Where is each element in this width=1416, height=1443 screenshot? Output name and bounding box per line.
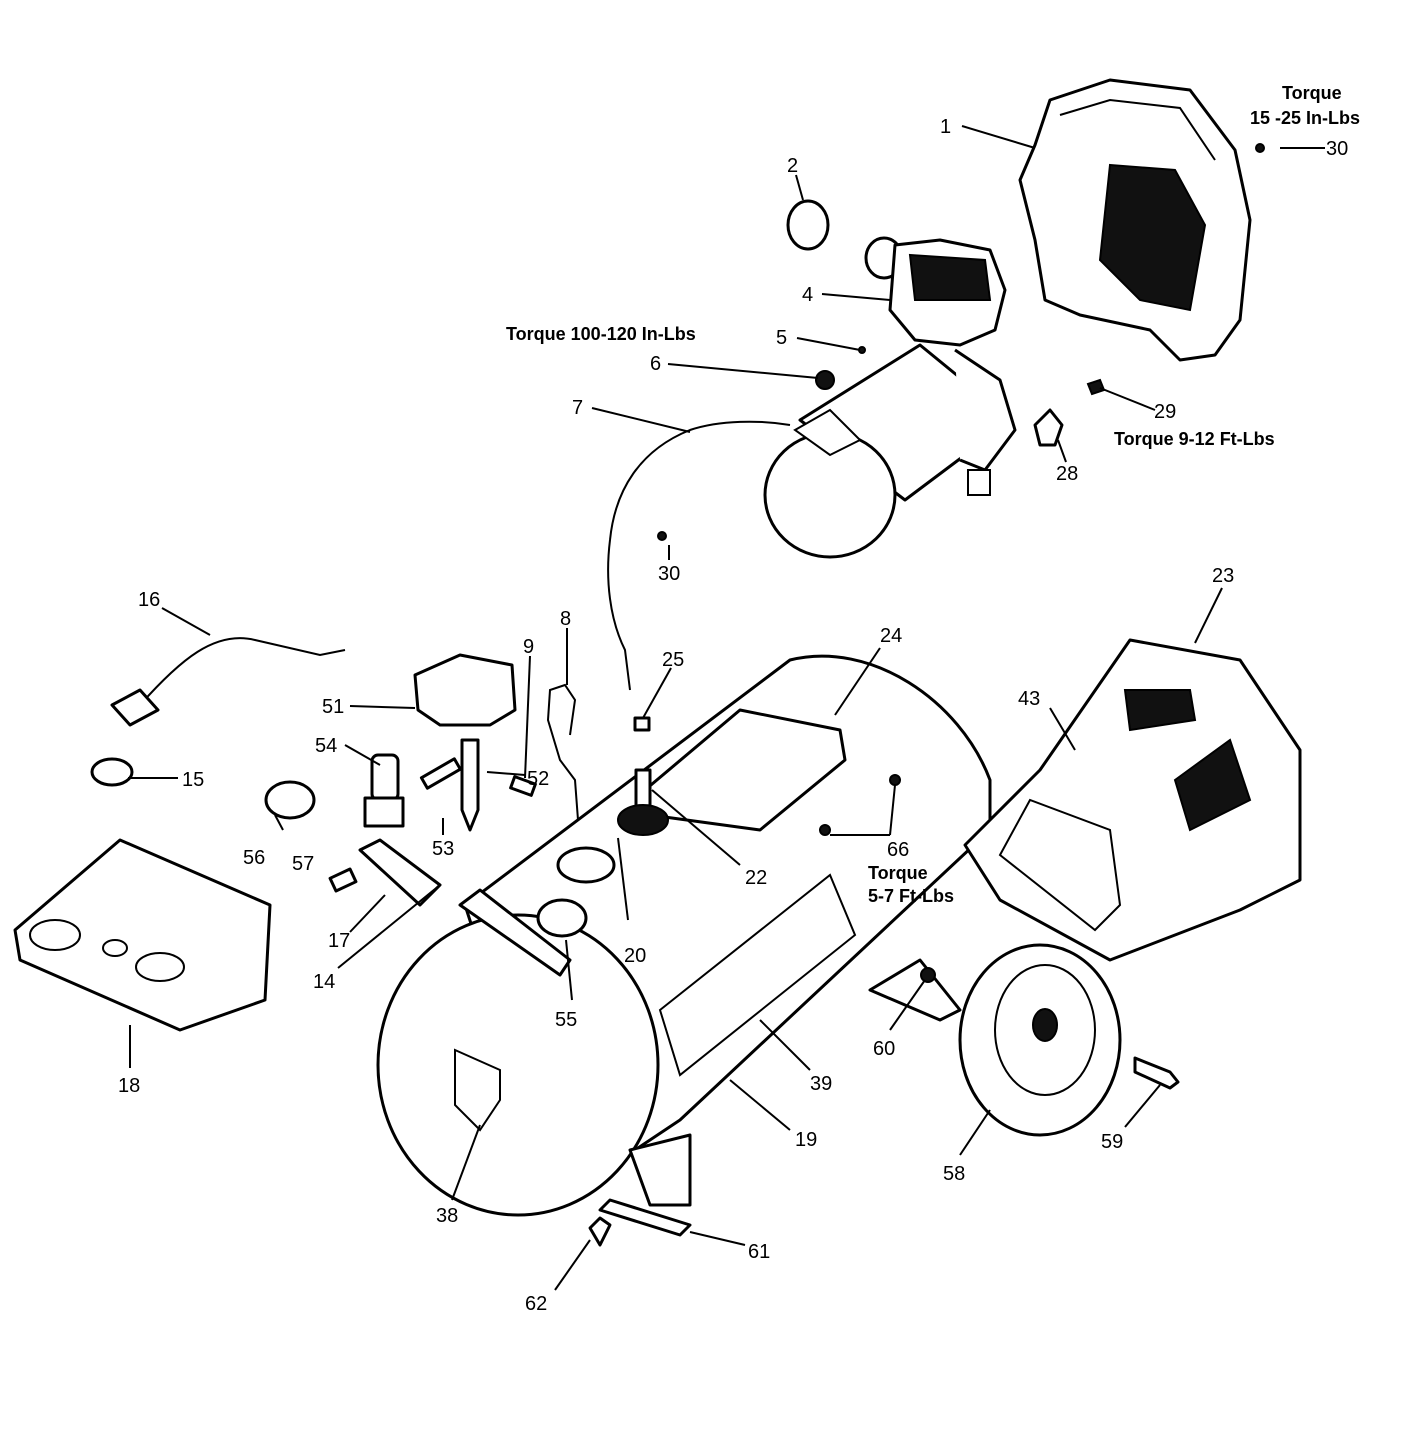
bolt-torque-note: Torque 9-12 Ft-Lbs	[1114, 429, 1275, 449]
drain-valve-part-62	[588, 1216, 612, 1247]
nut-part-6	[815, 370, 835, 390]
callout-16: 16	[138, 589, 160, 611]
callout-55: 55	[555, 1009, 577, 1031]
callout-30-mid: 30	[658, 563, 680, 585]
fitting-part-9	[509, 775, 537, 797]
o-ring-part-15	[90, 757, 134, 787]
callout-7: 7	[572, 397, 583, 419]
callout-39: 39	[810, 1073, 832, 1095]
screw-part-66a	[889, 774, 901, 786]
callout-9: 9	[523, 636, 534, 658]
callout-57: 57	[292, 853, 314, 875]
leader-lines	[128, 125, 1325, 1291]
screw-part-30-top	[1255, 143, 1265, 153]
callout-60: 60	[873, 1038, 895, 1060]
callout-8: 8	[560, 608, 571, 630]
callout-6: 6	[650, 353, 661, 375]
wheel-part-58	[958, 943, 1122, 1137]
callout-43: 43	[1018, 688, 1040, 710]
motor	[763, 343, 1017, 559]
shroud-torque-line1: Torque	[1282, 83, 1342, 103]
bracket-torque-line1: Torque	[868, 863, 928, 883]
callout-66: 66	[887, 839, 909, 861]
gauge-part-56	[264, 780, 316, 820]
pressure-switch-part-51	[413, 653, 517, 727]
callout-15: 15	[182, 769, 204, 791]
screw-part-30-mid	[657, 531, 667, 541]
callout-24: 24	[880, 625, 902, 647]
callout-5: 5	[776, 327, 787, 349]
ring-part-2	[786, 199, 830, 251]
callout-61: 61	[748, 1241, 770, 1263]
callout-59: 59	[1101, 1131, 1123, 1153]
callout-53: 53	[432, 838, 454, 860]
fitting-part-57	[328, 867, 358, 893]
regulator-part-54	[363, 753, 405, 828]
foot-pad-part-61	[598, 1198, 692, 1237]
callout-28: 28	[1056, 463, 1078, 485]
shroud-part-1	[1018, 78, 1252, 362]
callout-19: 19	[795, 1129, 817, 1151]
disc-part-20	[556, 846, 616, 884]
callout-1: 1	[940, 116, 951, 138]
callout-17: 17	[328, 930, 350, 952]
bracket-torque-line2: 5-7 Ft-Lbs	[868, 886, 954, 906]
torque-notes: Torque 15 -25 In-Lbs Torque 100-120 In-L…	[506, 83, 1360, 906]
bolt-part-29	[1086, 378, 1106, 396]
axle-bolt-part-59	[1133, 1056, 1180, 1090]
callout-18: 18	[118, 1075, 140, 1097]
callout-62: 62	[525, 1293, 547, 1315]
callout-56: 56	[243, 847, 265, 869]
fitting-part-53	[419, 757, 462, 790]
grommet-part-28	[1033, 408, 1064, 447]
outlet-tube-part-7	[607, 420, 791, 691]
valve-part-22	[617, 768, 669, 836]
callout-14: 14	[313, 971, 335, 993]
air-tank-part-19	[376, 654, 992, 1217]
callout-58: 58	[943, 1163, 965, 1185]
callout-38: 38	[436, 1205, 458, 1227]
callout-4: 4	[802, 284, 813, 306]
part-illustrations	[13, 78, 1302, 1247]
callout-20: 20	[624, 945, 646, 967]
cover-part-43	[963, 638, 1302, 962]
callout-29: 29	[1154, 401, 1176, 423]
tube-part-14	[458, 888, 572, 977]
callout-52: 52	[527, 768, 549, 790]
callout-25: 25	[662, 649, 684, 671]
nut-part-25	[633, 716, 651, 732]
pump-torque-note: Torque 100-120 In-Lbs	[506, 324, 696, 344]
console-panel-part-18	[13, 838, 272, 1032]
gauge-part-55	[536, 898, 588, 938]
callout-22: 22	[745, 867, 767, 889]
fitting-part-52	[460, 738, 480, 832]
callout-2: 2	[787, 155, 798, 177]
nut-part-60	[920, 967, 936, 983]
callout-51: 51	[322, 696, 344, 718]
callout-54: 54	[315, 735, 337, 757]
callout-23: 23	[1212, 565, 1234, 587]
tube-part-8	[546, 683, 579, 821]
power-cord-part-16	[110, 637, 346, 727]
pump-head-part-4	[864, 236, 1007, 347]
callout-labels: 1 2 4 5 6 7 8 9 14 15 16 17 18 19 20 22 …	[118, 116, 1348, 1315]
callout-30-top: 30	[1326, 138, 1348, 160]
screw-part-66b	[819, 824, 831, 836]
shroud-torque-line2: 15 -25 In-Lbs	[1250, 108, 1360, 128]
